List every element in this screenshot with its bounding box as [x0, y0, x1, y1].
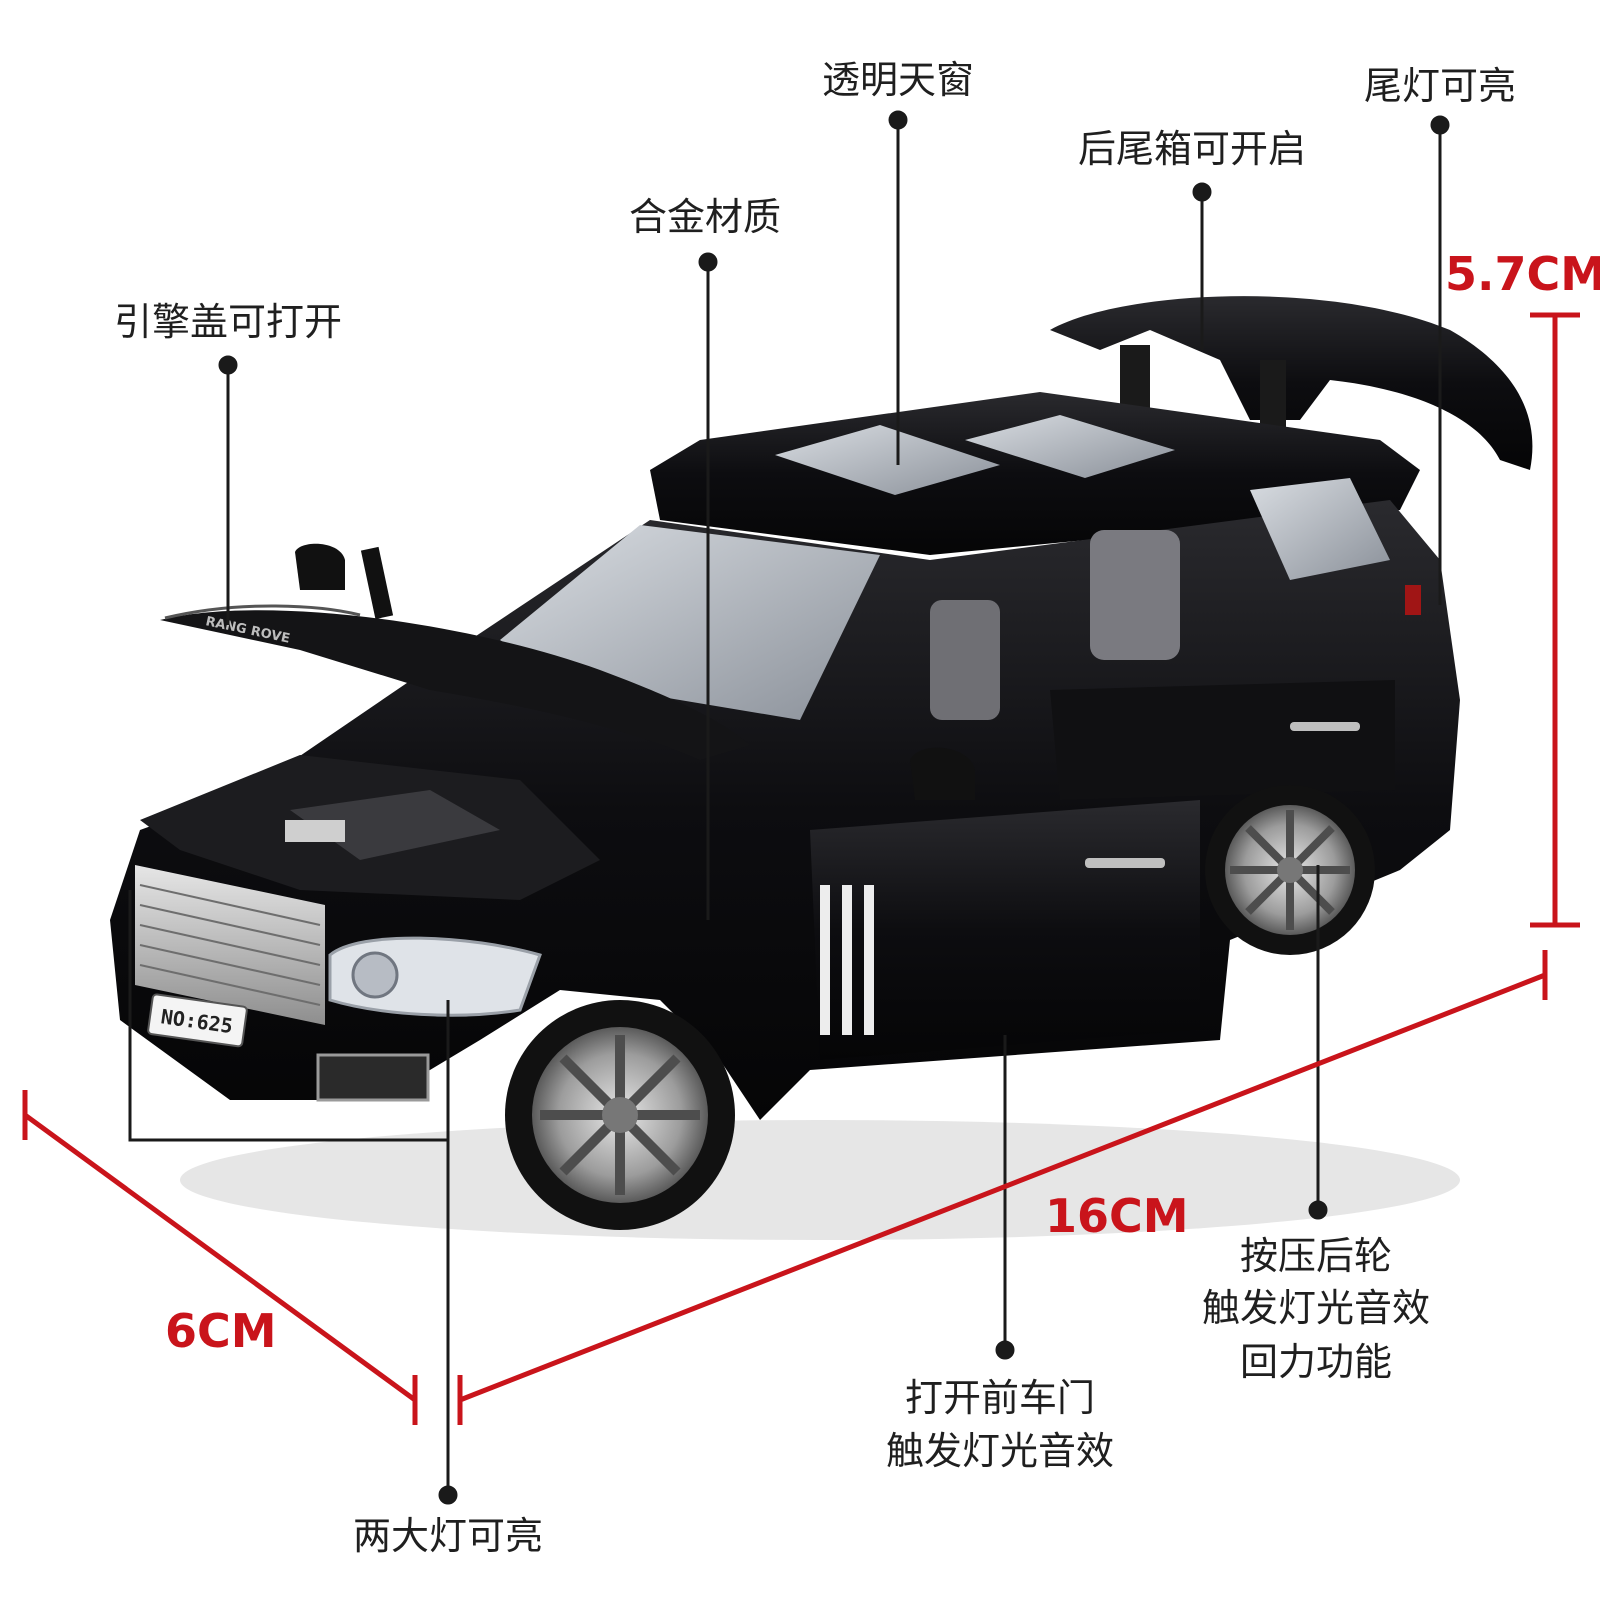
engine-cover [285, 820, 345, 842]
front-wheel [505, 1000, 735, 1230]
open-hood [160, 610, 750, 760]
dimension-length-label: 16CM [1045, 1189, 1189, 1243]
dimension-width-label: 6CM [165, 1304, 277, 1358]
callout-hood: 引擎盖可打开 [113, 300, 343, 344]
open-rear-door [1050, 680, 1395, 800]
callout-trunk: 后尾箱可开启 [1077, 127, 1307, 171]
grille-mesh [139, 884, 321, 1006]
callout-taillight: 尾灯可亮 [1363, 64, 1517, 108]
dimension-lines [22, 312, 1580, 1425]
length-line [459, 972, 1546, 1403]
rear-wheel [1205, 785, 1375, 955]
sunroof-front-pane [775, 425, 1000, 495]
callout-leaders [128, 110, 1450, 1505]
roof [650, 392, 1420, 555]
left-mirror [295, 543, 345, 590]
callout-rear-wheel-1: 按压后轮 [1239, 1234, 1393, 1278]
headlight-lens [351, 951, 399, 999]
callout-front-door-1: 打开前车门 [904, 1376, 1096, 1420]
rear-door-handle [1290, 722, 1360, 731]
hood-edge-highlight [164, 604, 361, 620]
left-door-open-top [360, 546, 394, 620]
open-tailgate [1050, 296, 1533, 470]
dimension-height-label: 5.7CM [1445, 247, 1600, 301]
front-seat [930, 600, 1000, 720]
callout-alloy: 合金材质 [628, 195, 782, 239]
ground-shadow [180, 1120, 1460, 1240]
callout-headlights: 两大灯可亮 [352, 1514, 544, 1558]
lower-vent [316, 1053, 430, 1102]
callout-rear-wheel-2: 触发灯光音效 [1201, 1286, 1431, 1330]
right-mirror [910, 747, 975, 800]
width-line [23, 1112, 417, 1403]
door-stripes [820, 885, 874, 1035]
sunroof-rear-pane [965, 415, 1175, 478]
callout-sunroof: 透明天窗 [821, 58, 975, 102]
rear-quarter-window [1250, 478, 1390, 580]
callout-rear-wheel-3: 回力功能 [1239, 1340, 1393, 1384]
license-plate: NO:625 [147, 993, 248, 1048]
front-door-handle [1085, 858, 1165, 868]
rear-seat [1090, 530, 1180, 660]
engine-block [290, 790, 500, 860]
callout-front-door-2: 触发灯光音效 [885, 1429, 1115, 1473]
taillight [1405, 585, 1421, 615]
